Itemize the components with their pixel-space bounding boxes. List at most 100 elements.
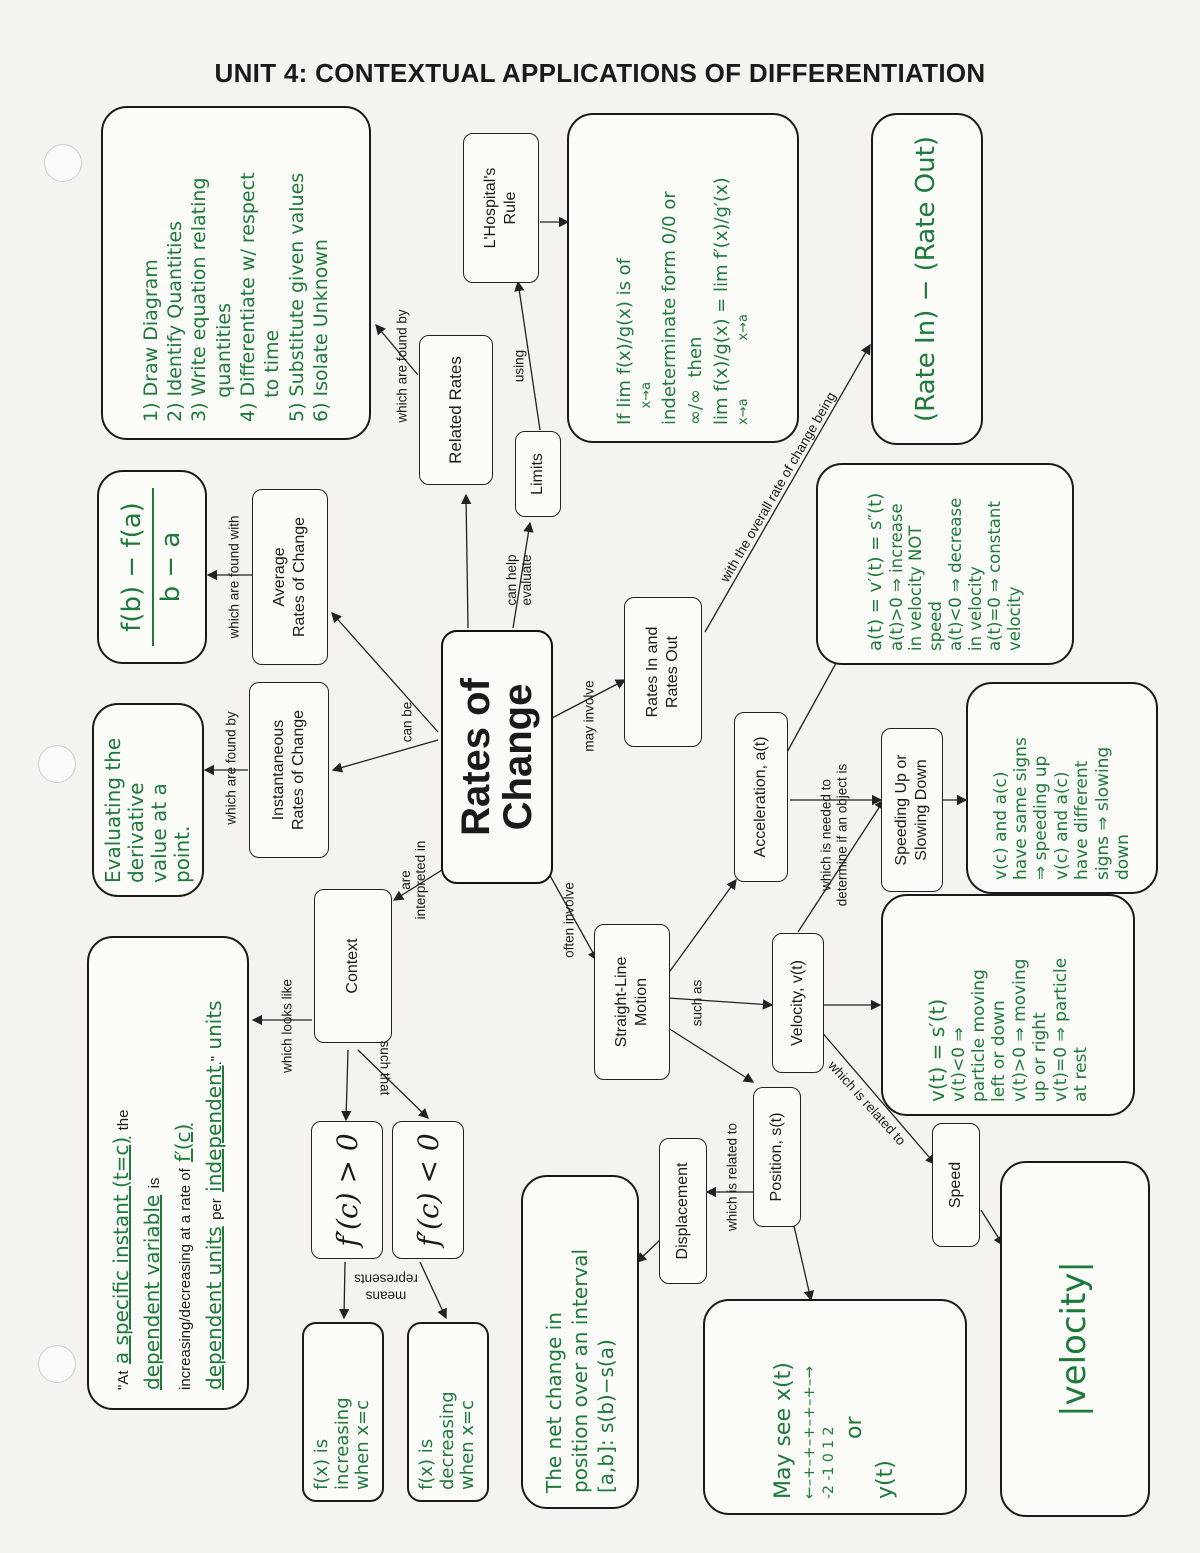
straight-line-2: Motion (633, 977, 650, 1027)
node-acceleration[interactable]: Acceleration, a(t) (734, 712, 788, 882)
ctx-dependent-units: dependent units (202, 1226, 226, 1390)
lh-line-2: x→a (639, 381, 655, 425)
vel-line-1: v(t) = s′(t) (924, 998, 949, 1102)
spd-line-2: have same signs (1011, 737, 1032, 880)
avg-denominator: b − a (156, 531, 186, 603)
node-related-rates[interactable]: Related Rates (419, 335, 493, 485)
ctx-per: per (208, 1198, 225, 1220)
spd-line-1: v(c) and a(c) (990, 771, 1011, 881)
inst-line-2: derivative (124, 782, 148, 883)
inst-line-1: Evaluating the (101, 737, 125, 883)
node-fprime-positive[interactable]: f′(c) > 0 (311, 1121, 383, 1259)
link-displacement-def (636, 1239, 661, 1263)
label-means: means (365, 1288, 407, 1304)
link-ratesinout-rate (704, 343, 871, 633)
step-1: 1) Draw Diagram (139, 259, 162, 422)
link-limits-lhospital (514, 280, 541, 431)
label-found-by-inst: which are found by (223, 711, 239, 825)
average-line-2: Rates of Change (291, 516, 308, 638)
step-3: 3) Write equation relating (188, 177, 211, 422)
link-straight-position (667, 1027, 755, 1083)
limits-label: Limits (529, 453, 546, 495)
related-rates-label: Related Rates (446, 356, 466, 464)
binder-hole-top (44, 144, 82, 182)
step-4b: to time (261, 329, 284, 422)
context-label: Context (344, 938, 361, 994)
note-rate-in-minus-rate-out: (Rate In) − (Rate Out) (871, 113, 983, 445)
acc-line-1: a(t) = v′(t) = s″(t) (864, 492, 886, 651)
lhospital-line-1: L'Hospital's (482, 167, 499, 249)
disp-line-1: The net change in (542, 1312, 566, 1493)
step-2: 2) Identify Quantities (164, 220, 187, 422)
dec-line-1: f(x) is (415, 1438, 437, 1490)
note-lhospital-definition: If lim f(x)/g(x) is of x→a indeterminate… (567, 113, 799, 443)
node-context[interactable]: Context (314, 889, 392, 1043)
acceleration-label: Acceleration, a(t) (752, 736, 769, 858)
pos-line-1: May see x(t) (770, 1362, 796, 1499)
are-1: are (398, 870, 414, 890)
can-help-2: evaluate (519, 554, 534, 606)
step-4: 4) Differentiate w/ respect (237, 172, 259, 422)
note-displacement-definition: The net change in position over an inter… (521, 1175, 639, 1509)
label-such-as: such as (689, 979, 705, 1027)
acc-line-5: a(t)<0 ⇒ decrease (945, 497, 965, 651)
binder-hole-middle (38, 745, 76, 783)
note-acceleration-definition: a(t) = v′(t) = s″(t) a(t)>0 ⇒ increase i… (816, 463, 1074, 665)
lh-line-5: lim f(x)/g(x) = lim f′(x)/g′(x) (711, 177, 733, 425)
node-position[interactable]: Position, s(t) (753, 1087, 801, 1227)
inst-line-4: point. (170, 825, 194, 883)
spd-line-3: ⇒ speeding up (1031, 755, 1052, 880)
average-line-1: Average (271, 547, 288, 607)
link-center-limits (512, 521, 534, 629)
speed-label: Speed (947, 1161, 964, 1209)
note-velocity-definition: v(t) = s′(t) v(t)<0 ⇒ particle moving le… (881, 894, 1135, 1116)
vel-line-7: v(t)=0 ⇒ particle (1050, 957, 1071, 1102)
ctx-dependent-variable: dependent variable (140, 1194, 164, 1390)
note-speeding-definition: v(c) and a(c) have same signs ⇒ speeding… (966, 682, 1158, 894)
acc-line-8: velocity (1005, 586, 1025, 652)
center-line-2: Change (496, 683, 540, 831)
link-center-instant (331, 739, 439, 773)
position-label: Position, s(t) (768, 1112, 785, 1202)
ratesinout-line-1: Rates In and (644, 626, 661, 718)
ctx-the: the (115, 1109, 132, 1131)
lh-line-4: ∞/∞ then (685, 336, 706, 425)
lh-line-6: x→a x→a (736, 314, 752, 425)
node-velocity[interactable]: Velocity, v(t) (772, 933, 824, 1073)
speed-abs-velocity: |velocity| (1054, 1261, 1095, 1417)
node-fprime-negative[interactable]: f′(c) < 0 (392, 1121, 464, 1259)
note-position-definition: May see x(t) ←–+–+–+–+–+–→ -2 -1 0 1 2 o… (703, 1299, 967, 1515)
step-6: 6) Isolate Unknown (309, 239, 332, 422)
acc-line-2: a(t)>0 ⇒ increase (886, 503, 906, 651)
link-center-straight (547, 871, 598, 962)
vel-line-8: at rest (1070, 1046, 1091, 1102)
spd-line-6: signs ⇒ slowing (1092, 746, 1113, 880)
note-increasing: f(x) is increasing when x=c (302, 1322, 384, 1502)
link-context-fpos (341, 1049, 352, 1122)
node-speed[interactable]: Speed (932, 1123, 980, 1247)
fpos-label: f′(c) > 0 (330, 1133, 364, 1247)
link-position-def (793, 1225, 815, 1302)
page-title: UNIT 4: CONTEXTUAL APPLICATIONS OF DIFFE… (214, 58, 986, 88)
label-often-involve: often involve (561, 882, 577, 958)
node-limits[interactable]: Limits (515, 431, 561, 517)
ctx-open: "At (115, 1370, 132, 1391)
note-instantaneous-definition: Evaluating the derivative value at a poi… (92, 703, 204, 897)
instant-line-2: Rates of Change (290, 709, 307, 831)
node-displacement[interactable]: Displacement (659, 1138, 707, 1284)
ctx-instant: a specific instant (t=c) (109, 1136, 133, 1365)
label-may-involve: may involve (581, 680, 597, 752)
lh-line-1: If lim f(x)/g(x) is of (613, 257, 635, 425)
link-velocity-speed (819, 1029, 936, 1165)
vel-line-5: v(t)>0 ⇒ moving (1009, 958, 1030, 1102)
disp-line-2: position over an interval (568, 1248, 592, 1493)
note-decreasing: f(x) is decreasing when x=c (407, 1322, 489, 1502)
